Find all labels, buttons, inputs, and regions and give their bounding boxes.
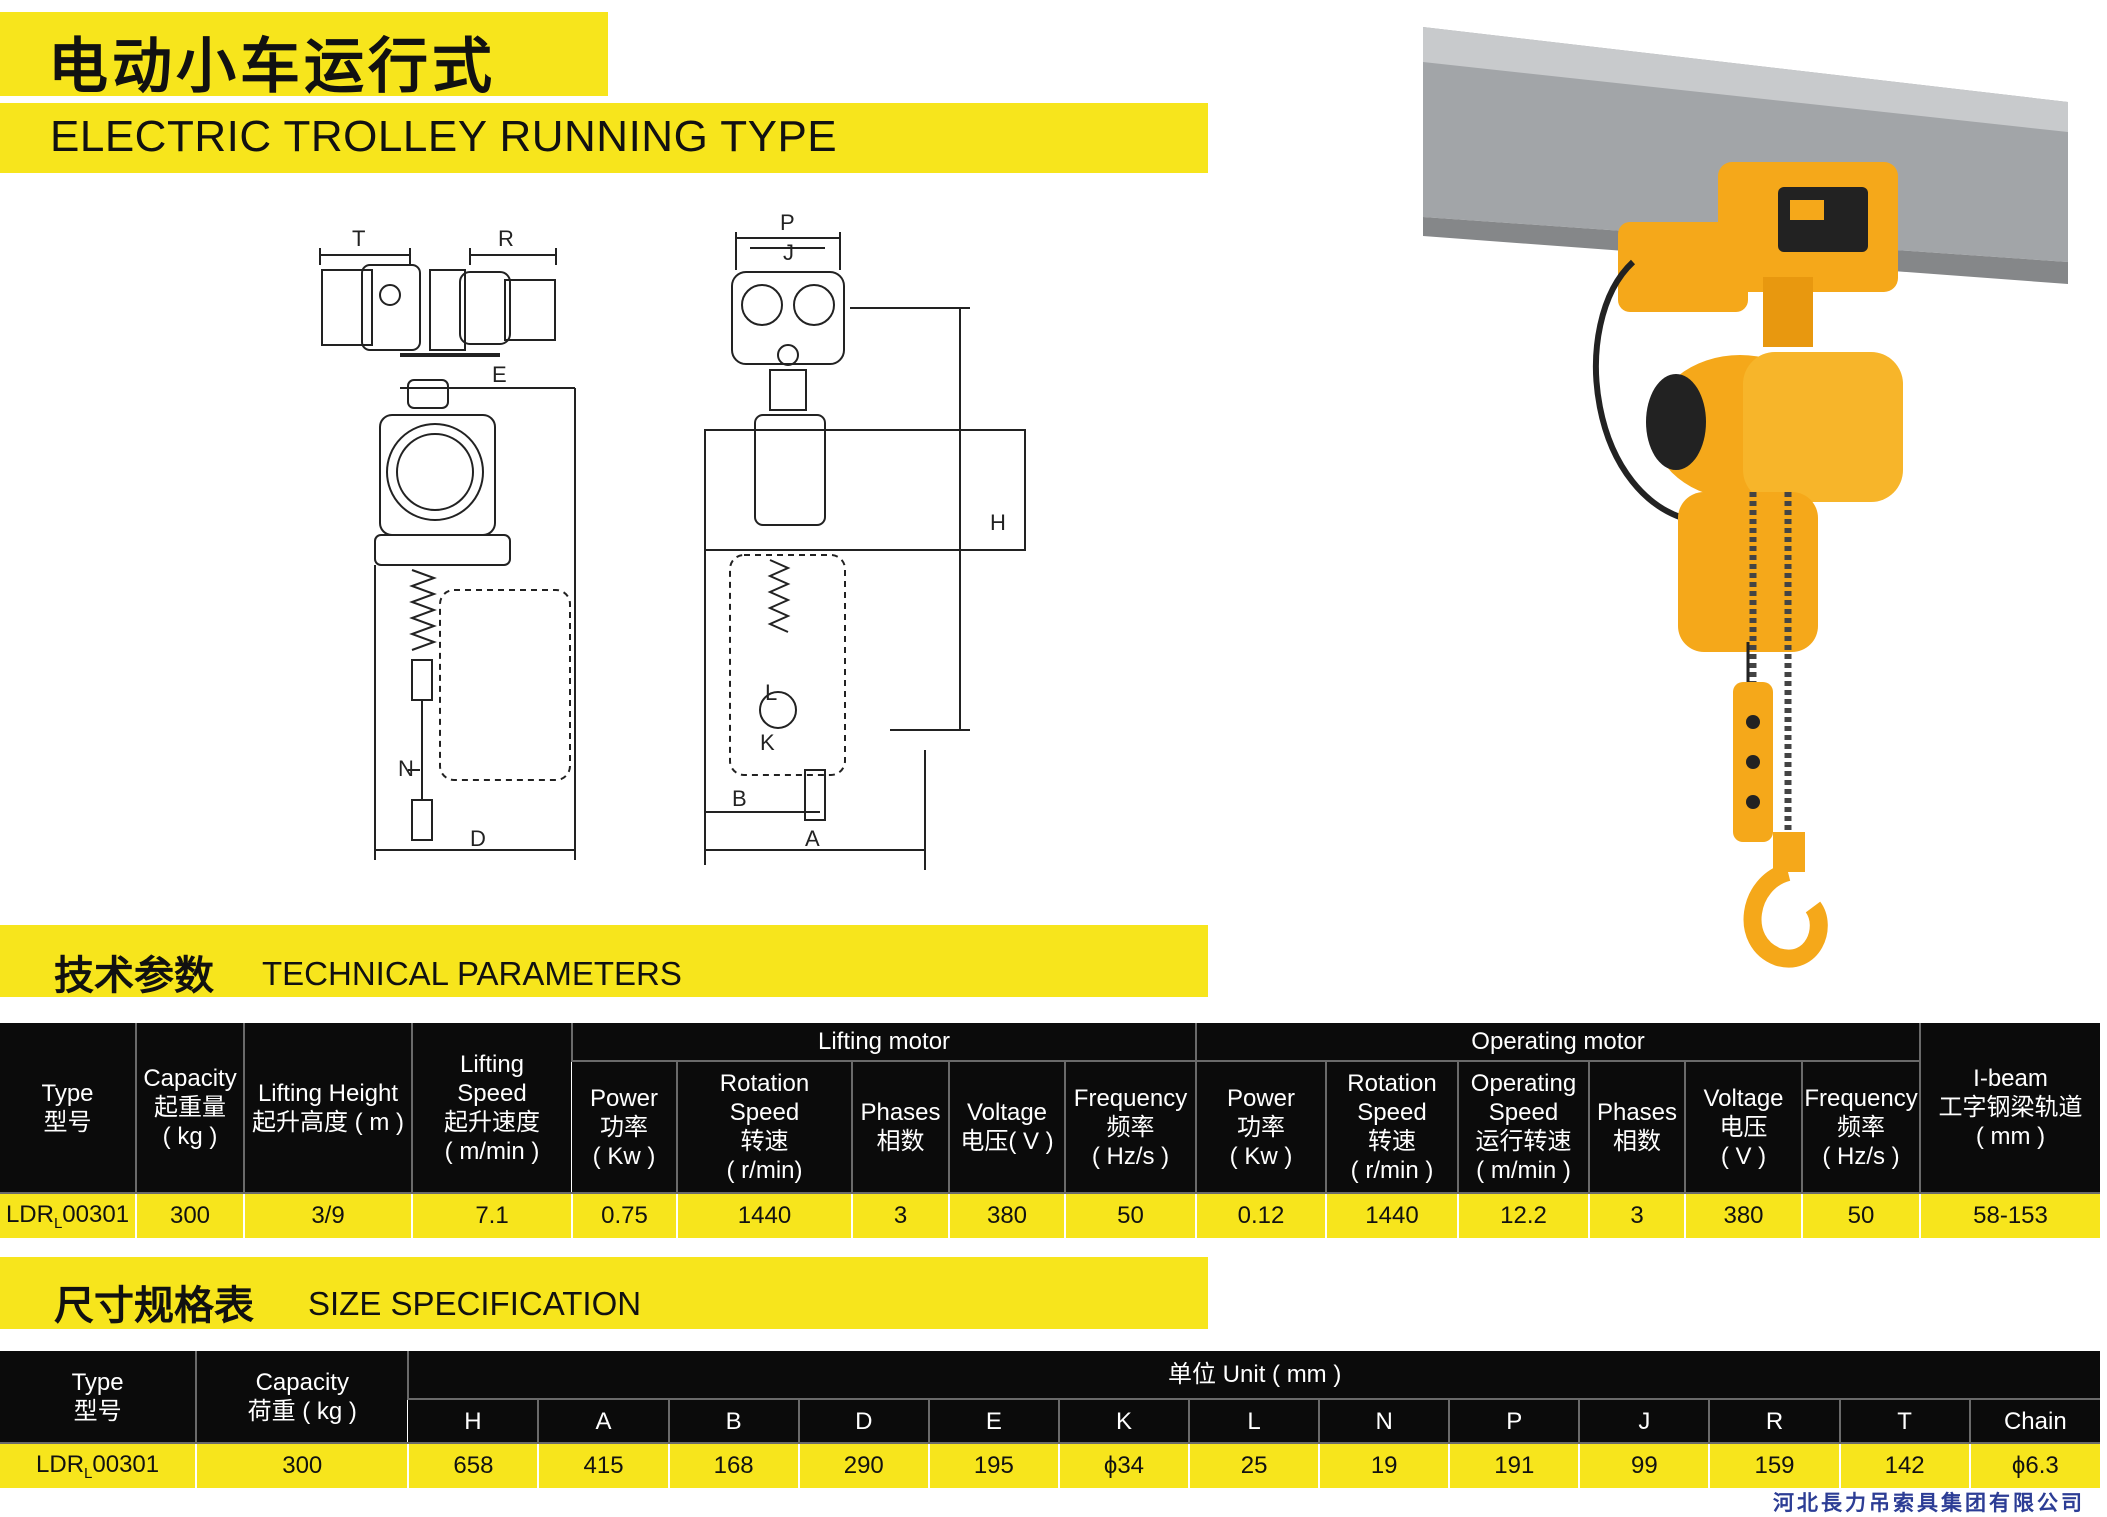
page-title-en: ELECTRIC TROLLEY RUNNING TYPE bbox=[50, 112, 838, 161]
size-cell-k: ϕ34 bbox=[1057, 1443, 1190, 1488]
tech-cell-om-frequency: 50 bbox=[1800, 1193, 1921, 1238]
size-col-chain: Chain bbox=[1968, 1399, 2100, 1444]
dim-label-b: B bbox=[732, 786, 747, 811]
size-column-headers: H A B D E K L N P J R T Chain bbox=[0, 1399, 2100, 1444]
tech-cell-lifting-height: 3/9 bbox=[243, 1193, 412, 1238]
size-cell-type: LDRL00301 bbox=[0, 1443, 197, 1488]
size-cell-d: 290 bbox=[797, 1443, 929, 1488]
size-col-l: L bbox=[1188, 1399, 1320, 1444]
page-title-cn: 电动小车运行式 bbox=[48, 32, 496, 102]
size-cell-t: 142 bbox=[1838, 1443, 1970, 1488]
tech-title-cn: 技术参数 bbox=[54, 953, 214, 999]
tech-group-operating-motor: Operating motor bbox=[1194, 1023, 1921, 1062]
size-cell-r: 159 bbox=[1708, 1443, 1840, 1488]
size-col-d: D bbox=[797, 1399, 929, 1444]
size-cell-b: 168 bbox=[667, 1443, 799, 1488]
size-cell-chain: ϕ6.3 bbox=[1968, 1443, 2100, 1488]
dim-label-h: H bbox=[990, 510, 1006, 535]
tech-section-band bbox=[0, 925, 1208, 997]
tech-cell-ibeam: 58-153 bbox=[1919, 1193, 2101, 1238]
dim-label-r: R bbox=[498, 226, 514, 251]
size-section-band bbox=[0, 1257, 1208, 1329]
dim-label-t: T bbox=[352, 226, 365, 251]
dim-label-d: D bbox=[470, 826, 486, 851]
size-col-t: T bbox=[1838, 1399, 1970, 1444]
tech-cell-lm-voltage: 380 bbox=[948, 1193, 1065, 1238]
size-cell-n: 19 bbox=[1318, 1443, 1450, 1488]
size-col-k: K bbox=[1057, 1399, 1190, 1444]
size-col-e: E bbox=[927, 1399, 1059, 1444]
tech-group-lifting-motor: Lifting motor bbox=[571, 1023, 1196, 1062]
size-cell-j: 99 bbox=[1578, 1443, 1710, 1488]
size-cell-e: 195 bbox=[927, 1443, 1059, 1488]
dim-label-a: A bbox=[805, 826, 820, 851]
tech-cell-om-phases: 3 bbox=[1588, 1193, 1685, 1238]
technical-drawing: T R E N D P J H L K B A bbox=[319, 210, 1026, 870]
tech-cell-capacity: 300 bbox=[135, 1193, 244, 1238]
title-cn-band bbox=[0, 12, 608, 96]
dim-label-k: K bbox=[760, 730, 775, 755]
tech-cell-om-rotation: 1440 bbox=[1325, 1193, 1458, 1238]
tech-cell-om-voltage: 380 bbox=[1684, 1193, 1802, 1238]
size-cell-capacity: 300 bbox=[195, 1443, 409, 1488]
tech-title-en: TECHNICAL PARAMETERS bbox=[262, 955, 682, 992]
tech-cell-lm-power: 0.75 bbox=[571, 1193, 677, 1238]
hoist-product-image bbox=[1423, 27, 2068, 968]
chain-container bbox=[1678, 492, 1818, 652]
dim-label-j: J bbox=[783, 240, 794, 265]
tech-cell-lm-rotation: 1440 bbox=[676, 1193, 852, 1238]
size-col-p: P bbox=[1448, 1399, 1580, 1444]
tech-cell-lifting-speed: 7.1 bbox=[411, 1193, 572, 1238]
dim-label-e: E bbox=[492, 362, 507, 387]
size-cell-a: 415 bbox=[537, 1443, 669, 1488]
dim-label-l: L bbox=[765, 680, 777, 705]
size-col-h: H bbox=[408, 1399, 539, 1444]
tech-cell-lm-phases: 3 bbox=[851, 1193, 949, 1238]
side-view-drawing bbox=[319, 248, 576, 860]
tech-cell-om-operating-speed: 12.2 bbox=[1457, 1193, 1589, 1238]
company-name: 河北長力吊索具集团有限公司 bbox=[1773, 1490, 2085, 1515]
size-cell-p: 191 bbox=[1448, 1443, 1580, 1488]
tech-cell-om-power: 0.12 bbox=[1195, 1193, 1326, 1238]
size-col-n: N bbox=[1318, 1399, 1450, 1444]
title-en-band bbox=[0, 103, 1208, 173]
size-col-a: A bbox=[537, 1399, 669, 1444]
size-col-b: B bbox=[667, 1399, 799, 1444]
size-title-cn: 尺寸规格表 bbox=[54, 1283, 254, 1329]
size-title-en: SIZE SPECIFICATION bbox=[308, 1285, 642, 1322]
dim-label-n: N bbox=[398, 756, 414, 781]
size-cell-h: 658 bbox=[407, 1443, 539, 1488]
tech-cell-lm-frequency: 50 bbox=[1064, 1193, 1196, 1238]
size-header-unit: 单位 Unit ( mm ) bbox=[407, 1351, 2100, 1400]
front-view-drawing bbox=[704, 232, 1026, 870]
size-col-r: R bbox=[1708, 1399, 1840, 1444]
dim-label-p: P bbox=[780, 210, 795, 235]
size-table-row: LDRL00301 300 658 415 168 290 195 ϕ34 25… bbox=[0, 1443, 2100, 1488]
hook bbox=[1743, 863, 1828, 968]
size-cell-l: 25 bbox=[1188, 1443, 1320, 1488]
tech-table-row: LDRL00301 300 3/9 7.1 0.75 1440 3 380 50… bbox=[0, 1193, 2101, 1238]
size-col-j: J bbox=[1578, 1399, 1710, 1444]
tech-cell-type: LDRL00301 bbox=[0, 1193, 136, 1238]
